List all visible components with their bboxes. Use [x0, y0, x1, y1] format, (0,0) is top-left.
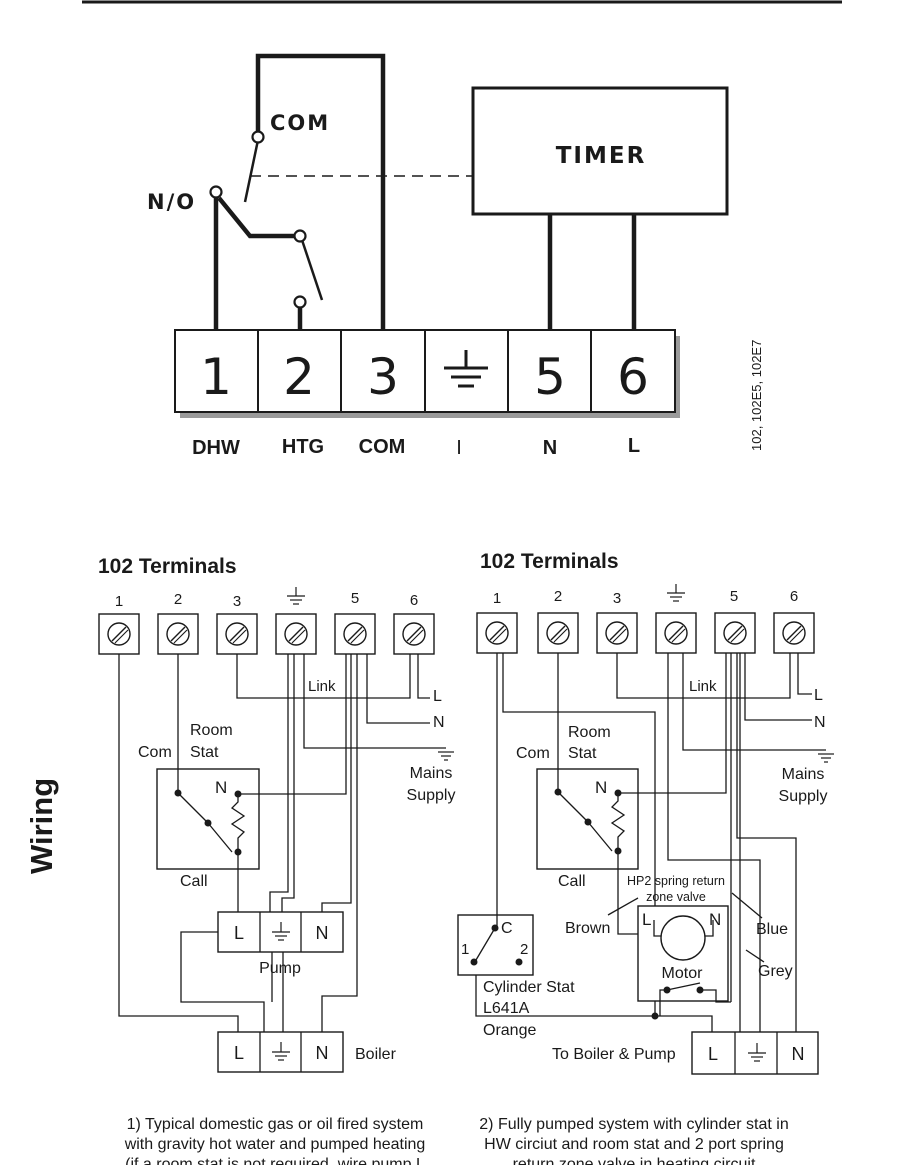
right-motor-label: Motor [662, 965, 704, 982]
left-pump-label: Pump [259, 960, 301, 977]
right-grey-label: Grey [758, 963, 793, 980]
right-screw-terminal-6-icon [773, 612, 815, 654]
left-mains-l-label: L [433, 688, 442, 705]
right-screw-terminal-3-icon [596, 612, 638, 654]
timer-label: TIMER [556, 143, 647, 169]
left-call-label: Call [180, 873, 208, 890]
left-terminal-number-6: 6 [410, 592, 418, 609]
right-boiler-n-label: N [792, 1044, 805, 1064]
right-earth-symbol-icon [666, 583, 686, 602]
right-zone-valve-label-2: zone valve [646, 890, 706, 904]
right-terminal-number-2: 2 [554, 588, 562, 605]
terminal-label-n: N [543, 437, 557, 459]
terminal-6-number: 6 [617, 348, 649, 406]
right-to-boiler-label: To Boiler & Pump [552, 1046, 676, 1063]
left-room-stat-box [156, 768, 260, 870]
left-screw-terminal-earth-icon [275, 613, 317, 655]
left-screw-terminal-3-icon [216, 613, 258, 655]
right-terminal-number-6: 6 [790, 588, 798, 605]
right-screw-terminal-1-icon [476, 612, 518, 654]
right-cyl-c-label: C [501, 920, 513, 937]
left-link-label: Link [308, 678, 336, 695]
right-cyl-1-label: 1 [461, 941, 469, 958]
left-room-stat-label-2: Stat [190, 744, 219, 761]
motor-icon [660, 915, 706, 961]
terminal-label-earth: I [456, 437, 462, 459]
left-pump-l-label: L [234, 923, 244, 943]
right-terminal-number-5: 5 [730, 588, 738, 605]
com-contact-label: COM [270, 111, 330, 135]
right-mains-l-label: L [814, 687, 823, 704]
wiring-side-title: Wiring [24, 778, 59, 874]
right-cylinder-stat-label-1: Cylinder Stat [483, 979, 575, 996]
earth-terminal-icon [444, 350, 488, 388]
left-screw-terminal-2-icon [157, 613, 199, 655]
right-stat-n-label: N [595, 778, 607, 797]
left-wiring-diagram: 102 Terminals 1 2 3 5 6 Link L N Mains S… [98, 555, 455, 1165]
no-contact-label: N/O [147, 190, 196, 214]
right-caption-line-1: 2) Fully pumped system with cylinder sta… [479, 1116, 788, 1133]
left-terminal-number-1: 1 [115, 593, 123, 610]
left-caption-line-1: 1) Typical domestic gas or oil fired sys… [127, 1116, 424, 1133]
timer-box [471, 86, 729, 216]
left-screw-terminal-5-icon [334, 613, 376, 655]
right-boiler-l-label: L [708, 1044, 718, 1064]
right-link-label: Link [689, 678, 717, 695]
left-screw-terminal-1-icon [98, 613, 140, 655]
left-screw-terminal-6-icon [393, 613, 435, 655]
right-caption-line-2: HW circiut and room stat and 2 port spri… [484, 1136, 784, 1153]
terminal-label-com: COM [359, 436, 406, 458]
right-orange-label: Orange [483, 1022, 536, 1039]
terminal-label-dhw: DHW [192, 437, 240, 459]
left-terminal-number-2: 2 [174, 591, 182, 608]
right-terminals-title: 102 Terminals [480, 550, 619, 573]
right-terminal-number-1: 1 [493, 590, 501, 607]
left-stat-n-label: N [215, 778, 227, 797]
left-terminal-number-3: 3 [233, 593, 241, 610]
terminal-label-l: L [628, 435, 640, 457]
right-room-stat-label-1: Room [568, 724, 611, 741]
left-boiler-l-label: L [234, 1043, 244, 1063]
terminal-2-number: 2 [283, 348, 315, 406]
left-mains-supply-label-1: Mains [410, 765, 453, 782]
right-screw-terminal-2-icon [537, 612, 579, 654]
left-caption-line-2: with gravity hot water and pumped heatin… [124, 1136, 426, 1153]
left-terminal-number-5: 5 [351, 590, 359, 607]
right-mains-supply-label-1: Mains [782, 766, 825, 783]
left-earth-symbol-icon [286, 586, 306, 605]
right-blue-label: Blue [756, 921, 788, 938]
right-room-stat-label-2: Stat [568, 745, 597, 762]
right-com-label: Com [516, 745, 550, 762]
right-zone-valve-label-1: HP2 spring return [627, 874, 725, 888]
timer-schematic: 1 2 3 5 6 DHW HTG COM I N L COM N/O [82, 0, 842, 459]
left-caption-line-3: (if a room stat is not required, wire pu… [125, 1156, 425, 1165]
right-screw-terminal-5-icon [714, 612, 756, 654]
right-valve-l-label: L [642, 910, 651, 929]
terminal-5-number: 5 [534, 348, 566, 406]
right-mains-supply-label-2: Supply [779, 788, 828, 805]
left-mains-supply-label-2: Supply [407, 787, 456, 804]
right-caption-line-3: return zone valve in heating circuit [513, 1156, 756, 1165]
left-room-stat-label-1: Room [190, 722, 233, 739]
right-cyl-2-label: 2 [520, 941, 528, 958]
right-valve-n-label: N [709, 910, 721, 929]
right-brown-label: Brown [565, 920, 610, 937]
right-cylinder-stat-label-2: L641A [483, 1000, 530, 1017]
left-mains-n-label: N [433, 714, 445, 731]
left-com-label: Com [138, 744, 172, 761]
terminal-3-number: 3 [367, 348, 399, 406]
left-pump-n-label: N [316, 923, 329, 943]
left-boiler-n-label: N [316, 1043, 329, 1063]
right-wiring-diagram: 102 Terminals 1 2 3 5 6 Link L N Mains S… [457, 550, 834, 1165]
right-mains-n-label: N [814, 714, 826, 731]
left-terminals-title: 102 Terminals [98, 555, 237, 578]
right-screw-terminal-earth-icon [655, 612, 697, 654]
left-boiler-label: Boiler [355, 1046, 397, 1063]
model-code-label: 102, 102E5, 102E7 [749, 340, 764, 451]
terminal-label-htg: HTG [282, 436, 324, 458]
terminal-1-number: 1 [200, 348, 232, 406]
right-call-label: Call [558, 873, 586, 890]
right-terminal-number-3: 3 [613, 590, 621, 607]
